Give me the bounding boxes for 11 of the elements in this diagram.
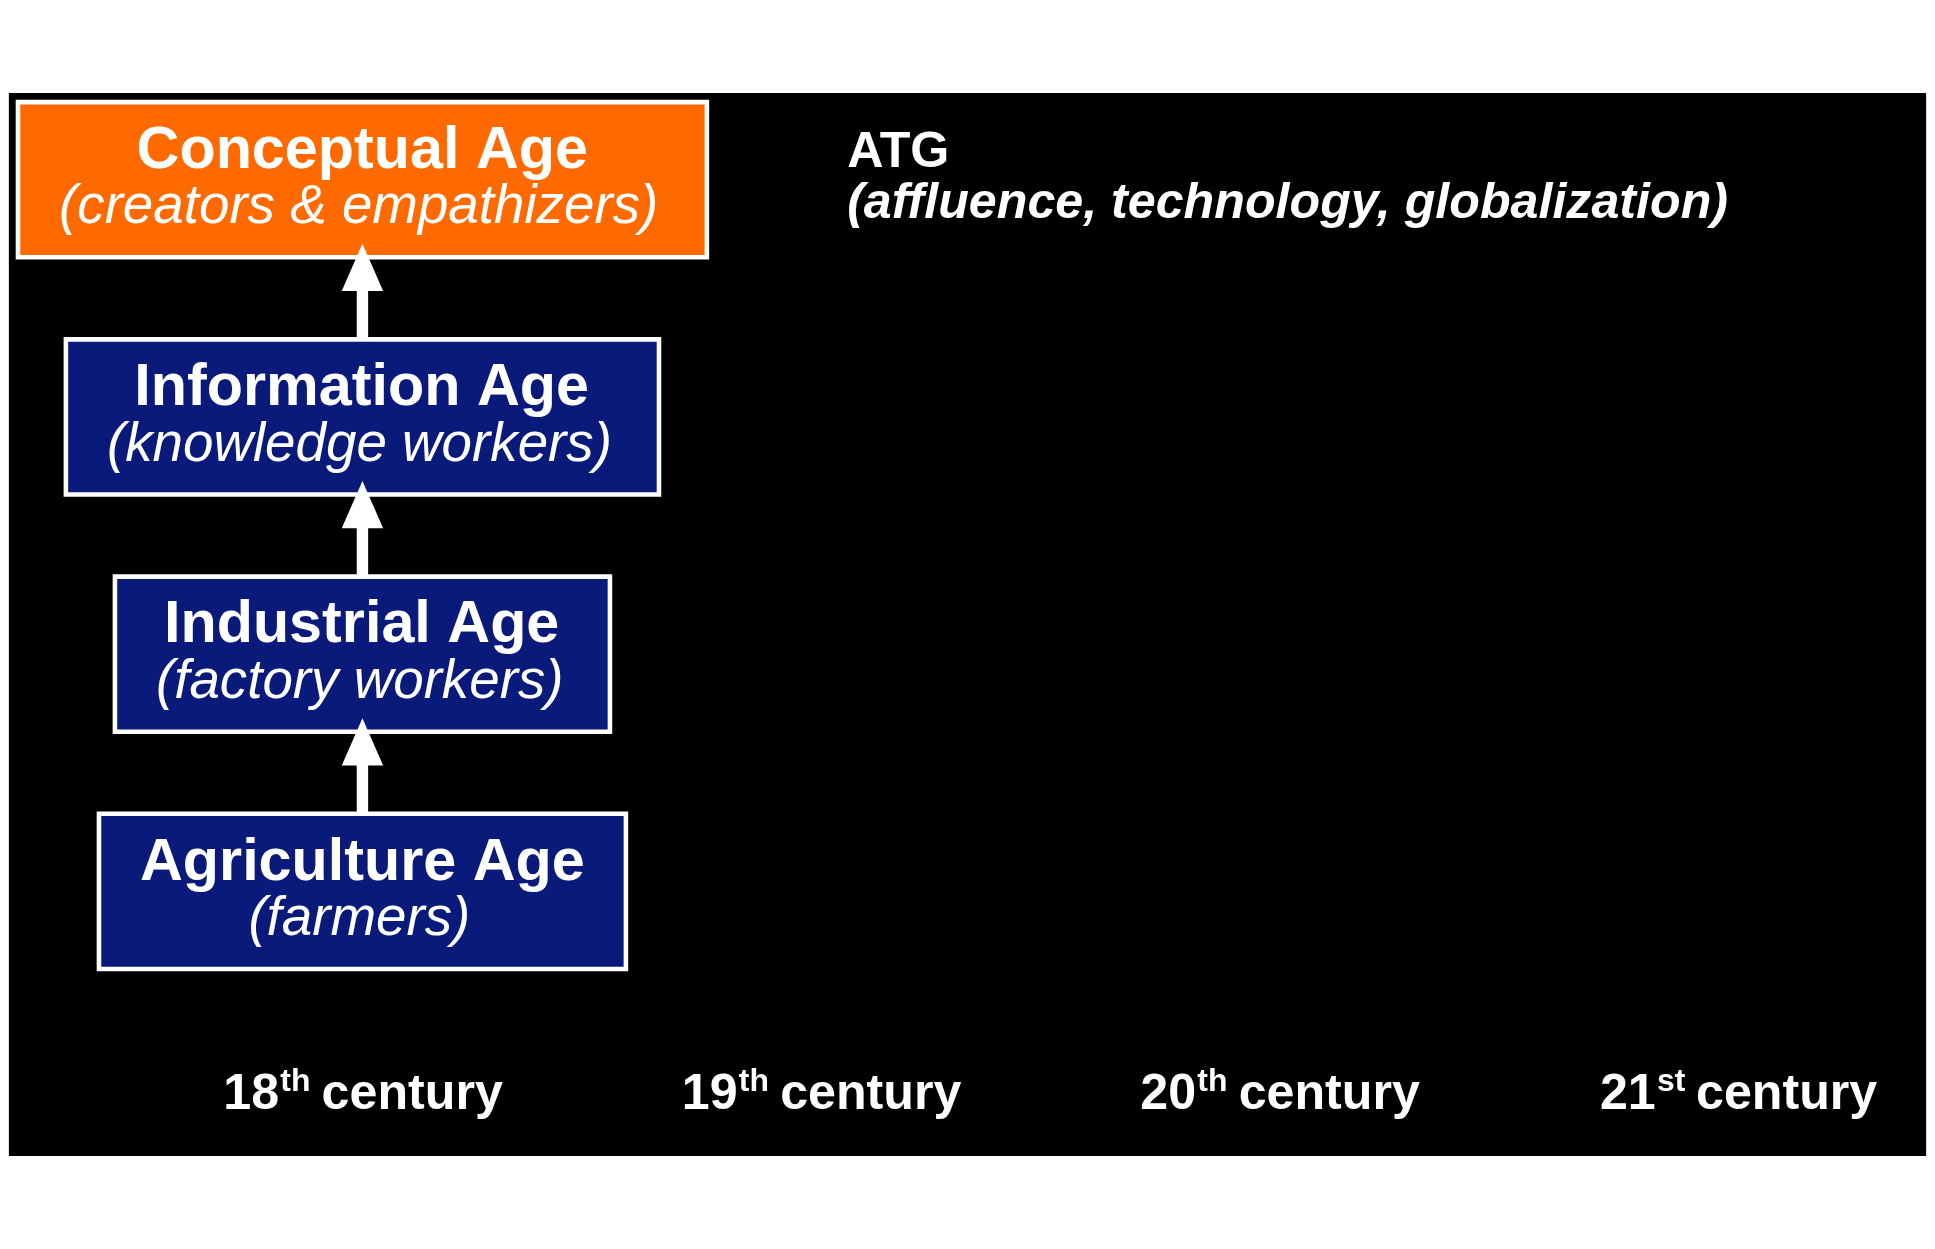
node-box: Conceptual Age (creators & empathizers) xyxy=(15,99,710,260)
node-box: Agriculture Age (farmers) xyxy=(96,811,629,972)
arrow xyxy=(341,243,384,340)
label: 20$^{th}$ century xyxy=(1140,1062,1420,1121)
label: 19$^{th}$ century xyxy=(681,1062,962,1121)
node-box: Information Age (knowledge workers) xyxy=(63,337,662,497)
arrow xyxy=(341,480,384,577)
arrow xyxy=(341,718,384,814)
label: 21$^{st}$ century xyxy=(1599,1062,1878,1121)
node-box: Industrial Age (factory workers) xyxy=(112,574,613,734)
label: 18$^{th}$ century xyxy=(223,1062,503,1121)
